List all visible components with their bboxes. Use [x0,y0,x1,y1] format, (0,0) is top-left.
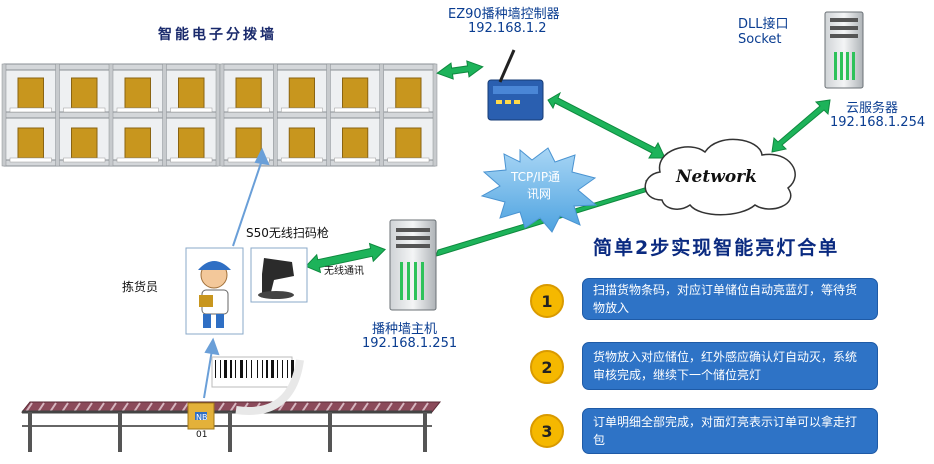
step-3-badge: 3 [530,414,564,448]
box-label-line2: 01 [196,430,208,440]
host-ip: 192.168.1.251 [362,336,458,351]
scanner-label: S50无线扫码枪 [246,226,329,240]
dll-interface-label: DLL接口 [738,17,789,32]
scanner-card [250,247,308,303]
conveyor [20,401,442,452]
rack-1 [1,63,221,167]
step-2-box: 货物放入对应储位，红外感应确认灯自动灭，系统审核完成，继续下一个储位亮灯 [582,342,878,390]
sorting-wall [1,63,438,167]
step-2-badge: 2 [530,350,564,384]
tcp-ip-label-line1: TCP/IP通 [511,170,561,184]
controller-name: EZ90播种墙控制器 [448,7,560,22]
parcel-box [187,402,215,430]
picker-card [185,247,244,335]
host-name: 播种墙主机 [372,322,438,337]
picker-label: 拣货员 [122,280,159,294]
network-cloud [644,138,796,216]
step-1-text: 扫描货物条码，对应订单储位自动亮蓝灯，等待货物放入 [593,283,858,315]
flow-arrows [203,147,270,399]
tcp-ip-label-line2: 讯网 [527,187,552,201]
barcode [211,356,294,388]
box-label-line1: NB [196,413,208,422]
cloud-server-device [824,11,864,89]
cloud-server-ip: 192.168.1.254 [830,115,926,130]
socket-label: Socket [738,32,782,47]
step-2-text: 货物放入对应储位，红外感应确认灯自动灭，系统审核完成，继续下一个储位亮灯 [593,350,858,382]
wireless-label: 无线通讯 [324,266,364,277]
network-label: Network [676,167,757,187]
wall-title: 智能电子分拨墙 [158,27,277,43]
rack-2 [219,63,438,167]
step-3-box: 订单明细全部完成，对面灯亮表示订单可以拿走打包 [582,408,878,454]
cloud-server-name: 云服务器 [846,101,899,116]
controller-ip: 192.168.1.2 [468,21,547,36]
step-1-badge: 1 [530,284,564,318]
controller-device [487,49,544,121]
host-server-device [389,219,437,311]
scan-curve-arrow [235,359,304,415]
step-1-box: 扫描货物条码，对应订单储位自动亮蓝灯，等待货物放入 [582,278,878,320]
step-3-text: 订单明细全部完成，对面灯亮表示订单可以拿走打包 [593,415,858,447]
headline: 简单2步实现智能亮灯合单 [593,237,840,259]
tcp-ip-burst [480,147,598,233]
